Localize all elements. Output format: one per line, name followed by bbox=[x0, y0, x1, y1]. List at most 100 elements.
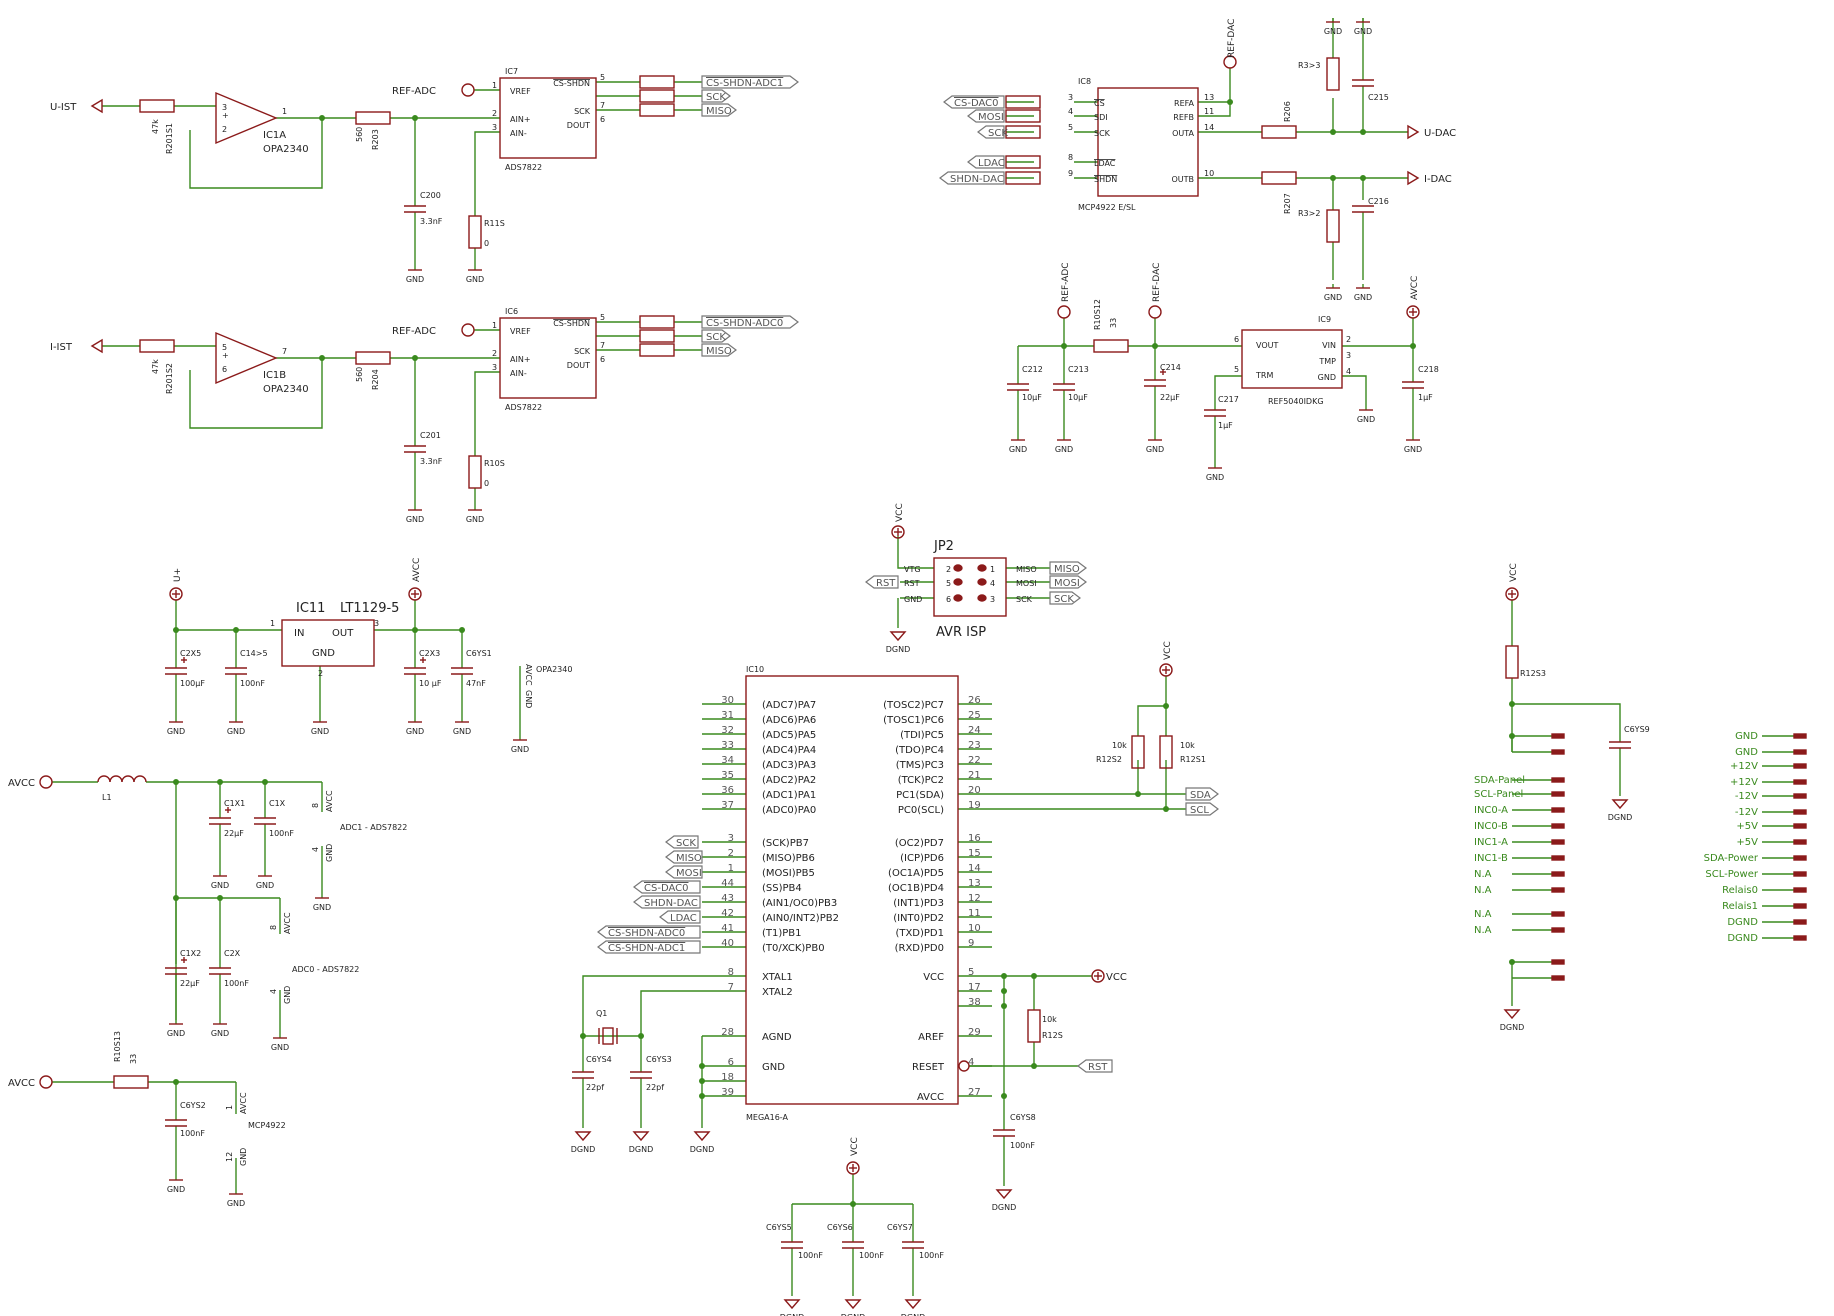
gnd-label: GND bbox=[406, 515, 424, 524]
gnd-label: GND bbox=[227, 727, 245, 736]
pin-name: SHDN bbox=[1094, 175, 1117, 184]
filter-cap bbox=[404, 445, 426, 453]
wire bbox=[582, 975, 702, 1036]
junction bbox=[1330, 129, 1336, 135]
net-label bbox=[665, 865, 703, 879]
part-name: C6YS6 bbox=[827, 1223, 853, 1232]
net-label bbox=[967, 109, 1005, 123]
part-name: IC6 bbox=[505, 307, 518, 316]
port-label: I-IST bbox=[50, 342, 73, 353]
junction bbox=[1509, 701, 1515, 707]
gnd-label: GND bbox=[1354, 27, 1372, 36]
header-pin bbox=[953, 594, 963, 602]
part-value: 560 bbox=[355, 127, 364, 142]
pin-num: 7 bbox=[282, 347, 287, 356]
junction bbox=[173, 779, 179, 785]
net-label-text: SCL bbox=[1190, 805, 1209, 816]
part-name: C2X5 bbox=[180, 649, 201, 658]
ref-symbol bbox=[39, 1075, 53, 1089]
gnd-label: GND bbox=[466, 275, 484, 284]
pin-num: 4 bbox=[1346, 367, 1351, 376]
supply-symbol bbox=[1406, 305, 1420, 319]
part-name: C214 bbox=[1160, 363, 1181, 372]
pin-name: GND bbox=[904, 595, 922, 604]
port-label: AVCC bbox=[1410, 276, 1420, 300]
part-value: 0 bbox=[484, 239, 489, 248]
wire bbox=[189, 358, 323, 429]
xtal-cap bbox=[630, 1071, 652, 1079]
conn-pin bbox=[1793, 733, 1807, 739]
net-label bbox=[665, 835, 699, 849]
gnd-label: GND bbox=[256, 881, 274, 890]
net-label-text: LDAC bbox=[978, 158, 1005, 169]
reset-pullup bbox=[1027, 1009, 1041, 1043]
conn-label: +12V bbox=[1730, 777, 1758, 788]
pin-name: LDAC bbox=[1094, 159, 1116, 168]
part-value: 10k bbox=[1042, 1015, 1057, 1024]
part-name: R201S1 bbox=[165, 123, 174, 154]
header-pin bbox=[977, 594, 987, 602]
net-resistor bbox=[639, 89, 675, 103]
mcp-cap bbox=[165, 1119, 187, 1127]
junction bbox=[1330, 175, 1336, 181]
out-resistor bbox=[1261, 125, 1297, 139]
supply-symbol bbox=[1505, 587, 1519, 601]
gnd-label: GND bbox=[167, 1029, 185, 1038]
net-label bbox=[659, 910, 701, 924]
conn-pin bbox=[1551, 733, 1565, 739]
gnd-label: GND bbox=[1354, 293, 1372, 302]
junction bbox=[233, 627, 239, 633]
conn-label: -12V bbox=[1735, 807, 1758, 818]
junction bbox=[1509, 959, 1515, 965]
conn-pin bbox=[1793, 839, 1807, 845]
header-pin bbox=[977, 578, 987, 586]
isp-header bbox=[933, 557, 1007, 617]
pin-num: 26 bbox=[968, 695, 981, 706]
part-value: 100nF bbox=[240, 679, 265, 688]
dgnd-label: DGND bbox=[629, 1145, 654, 1154]
dgnd-label: DGND bbox=[571, 1145, 596, 1154]
part-name: C215 bbox=[1368, 93, 1389, 102]
pin-name: CS-SHDN bbox=[553, 319, 590, 328]
pin-name: GND bbox=[312, 648, 335, 659]
part-name: C6YS4 bbox=[586, 1055, 612, 1064]
part-value: 47k bbox=[151, 359, 160, 374]
net-resistor bbox=[1005, 95, 1041, 109]
conn-pin bbox=[1551, 777, 1565, 783]
pin-num: 6 bbox=[946, 595, 951, 604]
note: ADC1 - ADS7822 bbox=[340, 823, 407, 832]
net-resistor bbox=[639, 343, 675, 357]
pin-label: AVCC bbox=[239, 1092, 248, 1114]
pin-name: TRM bbox=[1255, 371, 1273, 380]
net-label bbox=[865, 575, 899, 589]
conn-pin bbox=[1793, 763, 1807, 769]
conn-pin bbox=[1551, 749, 1565, 755]
net-label-text: MOSI bbox=[676, 868, 702, 879]
part-name: C6YS8 bbox=[1010, 1113, 1036, 1122]
gnd-label: GND bbox=[167, 1185, 185, 1194]
junction bbox=[217, 779, 223, 785]
junction bbox=[173, 1079, 179, 1085]
net-label bbox=[1077, 1059, 1113, 1073]
pin-name: OUT bbox=[332, 628, 354, 639]
part-value: ADS7822 bbox=[505, 403, 542, 412]
pin-name: AIN- bbox=[510, 129, 527, 138]
net-label bbox=[701, 343, 737, 357]
junctions bbox=[173, 99, 1515, 1207]
filter-cap bbox=[254, 817, 276, 825]
pin-name: (T0/XCK)PB0 bbox=[762, 943, 825, 954]
divider-resistor bbox=[1326, 209, 1340, 243]
part-name: C6YS5 bbox=[766, 1223, 792, 1232]
pin-name: DOUT bbox=[567, 121, 590, 130]
wire bbox=[1198, 101, 1231, 117]
ref-symbol bbox=[39, 775, 53, 789]
net-label-text: CS-DAC0 bbox=[644, 883, 688, 894]
part-value: 100nF bbox=[859, 1251, 884, 1260]
decoupling-cap bbox=[781, 1241, 803, 1249]
pin-num: 3 bbox=[1346, 351, 1351, 360]
net-label bbox=[1185, 787, 1219, 801]
pin-name: IN bbox=[294, 628, 304, 639]
pin-num: 2 bbox=[492, 109, 497, 118]
part-name: JP2 bbox=[933, 539, 954, 554]
